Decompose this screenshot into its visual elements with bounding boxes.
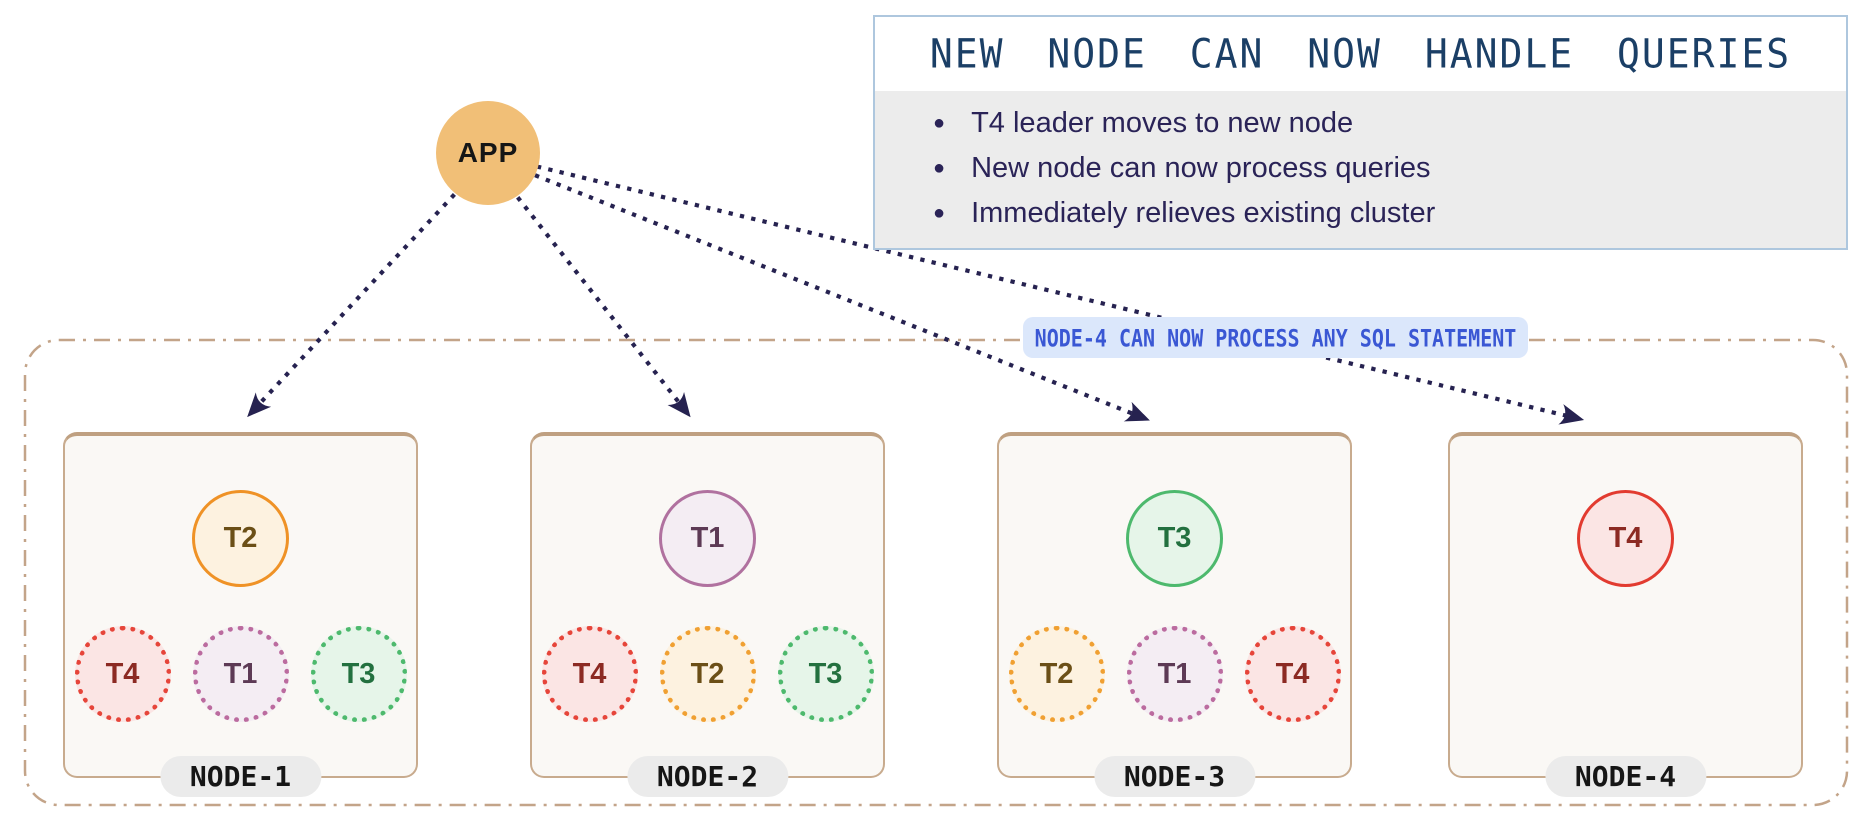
leader-circle-t2: T2 [192, 490, 289, 587]
follower-circle-t3: T3 [777, 626, 874, 722]
follower-circle-t1: T1 [192, 626, 289, 722]
app-circle: APP [436, 101, 540, 205]
callout-body: ● T4 leader moves to new node ● New node… [875, 91, 1846, 248]
follower-circle-t4: T4 [541, 626, 638, 722]
callout-box: NEW NODE CAN NOW HANDLE QUERIES ● T4 lea… [873, 15, 1848, 250]
node-1-box: T2 T4 T1 T3 NODE-1 [63, 432, 418, 797]
bullet-icon: ● [933, 112, 946, 134]
node4-banner: NODE-4 CAN NOW PROCESS ANY SQL STATEMENT [1023, 317, 1528, 358]
node-1-label: NODE-1 [159, 756, 322, 797]
callout-bullet: ● T4 leader moves to new node [933, 101, 1816, 146]
leader-circle-t4: T4 [1577, 490, 1674, 587]
node-3-box: T3 T2 T1 T4 NODE-3 [997, 432, 1352, 797]
leader-circle-t1: T1 [659, 490, 756, 587]
bullet-icon: ● [933, 157, 946, 179]
arrow-app-to-node-1 [247, 193, 456, 418]
cluster-dashed-container [23, 338, 1849, 807]
follower-circle-t4: T4 [74, 626, 171, 722]
follower-circle-t3: T3 [310, 626, 407, 722]
node-3-label: NODE-3 [1093, 756, 1256, 797]
follower-circle-t4: T4 [1244, 626, 1341, 722]
node-4-box: T4 NODE-4 [1448, 432, 1803, 797]
arrow-app-to-node-4 [536, 164, 1585, 425]
callout-bullet: ● New node can now process queries [933, 146, 1816, 191]
node4-banner-text: NODE-4 CAN NOW PROCESS ANY SQL STATEMENT [1034, 323, 1517, 352]
arrow-app-to-node-3 [534, 173, 1150, 422]
callout-header: NEW NODE CAN NOW HANDLE QUERIES [875, 17, 1846, 91]
follower-circle-t2: T2 [659, 626, 756, 722]
node-4-label: NODE-4 [1544, 756, 1707, 797]
callout-bullet: ● Immediately relieves existing cluster [933, 191, 1816, 236]
arrow-app-to-node-2 [516, 196, 691, 418]
follower-circle-t1: T1 [1126, 626, 1223, 722]
bullet-icon: ● [933, 202, 946, 224]
callout-title: NEW NODE CAN NOW HANDLE QUERIES [929, 30, 1792, 78]
leader-circle-t3: T3 [1126, 490, 1223, 587]
node-2-box: T1 T4 T2 T3 NODE-2 [530, 432, 885, 797]
app-label: APP [457, 137, 519, 168]
node-2-label: NODE-2 [626, 756, 789, 797]
follower-circle-t2: T2 [1008, 626, 1105, 722]
